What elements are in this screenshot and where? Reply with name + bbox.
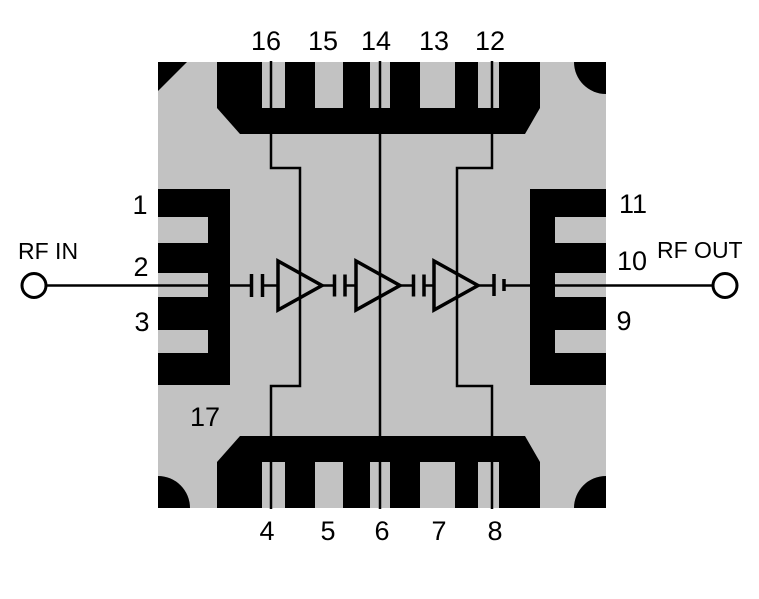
pin-label-14: 14 bbox=[361, 26, 391, 56]
pin-label-4: 4 bbox=[259, 516, 274, 546]
capacitor-symbol-2 bbox=[322, 274, 356, 297]
gap-pin-8 bbox=[478, 462, 499, 508]
pin-label-17: 17 bbox=[190, 402, 220, 432]
gap-pin-5 bbox=[315, 462, 343, 508]
pin-label-1: 1 bbox=[132, 190, 147, 220]
pin-label-3: 3 bbox=[134, 307, 149, 337]
pin-label-2: 2 bbox=[133, 252, 148, 282]
pin-label-8: 8 bbox=[487, 516, 502, 546]
gap-pin-15 bbox=[315, 62, 343, 108]
gap-pin-7 bbox=[420, 462, 455, 508]
pin-label-10: 10 bbox=[617, 246, 647, 276]
pin-label-7: 7 bbox=[431, 516, 446, 546]
amplifier-symbol-2-icon bbox=[354, 258, 404, 313]
pin-label-13: 13 bbox=[419, 26, 449, 56]
pin-label-9: 9 bbox=[616, 306, 631, 336]
rf-out-terminal-icon bbox=[711, 272, 739, 299]
bias-line-stage-3 bbox=[455, 61, 494, 509]
right-rf-pad bbox=[530, 189, 606, 385]
pin-label-16: 16 bbox=[251, 26, 281, 56]
pin-label-5: 5 bbox=[320, 516, 335, 546]
gap-pin-4 bbox=[262, 462, 285, 508]
left-rf-pad bbox=[158, 189, 230, 385]
gap-pin-13 bbox=[420, 62, 455, 108]
rf-in-label: RF IN bbox=[18, 238, 78, 264]
corner-pad-bottom-right bbox=[574, 476, 606, 508]
bias-line-stage-1 bbox=[269, 61, 302, 509]
amplifier-symbol-3-icon bbox=[432, 258, 482, 313]
gap-pin-16 bbox=[262, 62, 285, 108]
orientation-mark-icon bbox=[158, 62, 187, 91]
amplifier-symbol-1-icon bbox=[276, 258, 326, 313]
pin-label-12: 12 bbox=[475, 26, 505, 56]
pin-label-15: 15 bbox=[308, 26, 338, 56]
capacitor-symbol-4 bbox=[478, 274, 531, 296]
rf-out-label: RF OUT bbox=[657, 237, 743, 263]
capacitor-symbol-1 bbox=[249, 274, 278, 297]
pin-label-6: 6 bbox=[374, 516, 389, 546]
corner-pad-bottom-left bbox=[158, 476, 190, 508]
corner-pad-top-right bbox=[574, 62, 606, 94]
rf-in-terminal-icon bbox=[20, 272, 48, 299]
pin-label-11: 11 bbox=[619, 189, 647, 219]
gap-pin-12 bbox=[478, 62, 499, 108]
